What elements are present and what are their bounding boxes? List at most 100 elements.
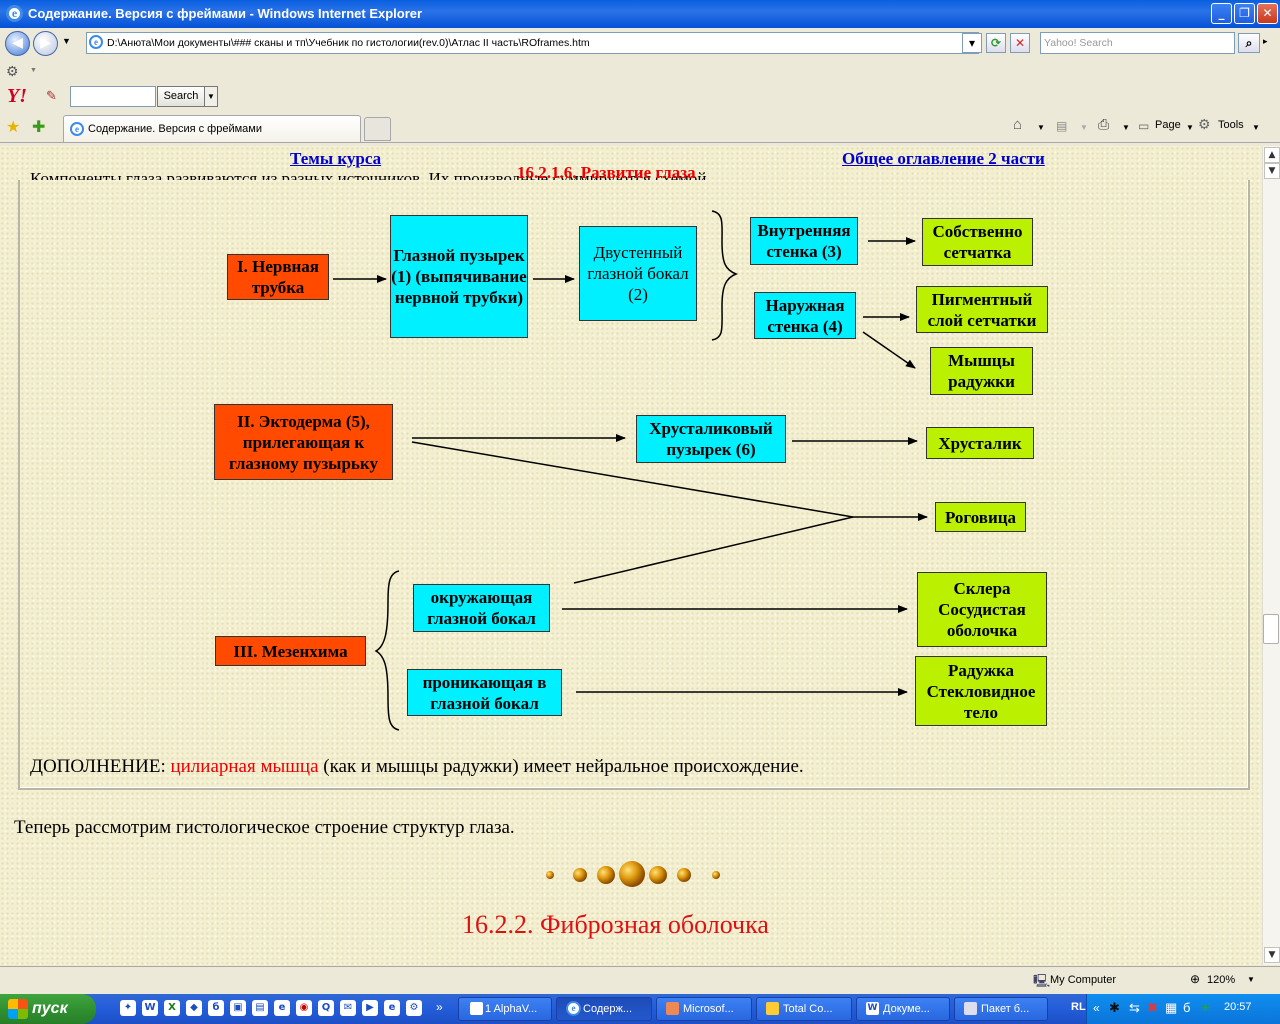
box-penetrating: проникающая в глазной бокал bbox=[407, 669, 562, 716]
new-tab-button[interactable] bbox=[364, 117, 391, 141]
quicklaunch-folder-icon[interactable]: ▤ bbox=[252, 1000, 268, 1016]
stop-icon[interactable]: ✕ bbox=[1010, 33, 1030, 53]
tools-dropdown-icon[interactable]: ▼ bbox=[1252, 123, 1260, 132]
page-icon[interactable]: ▭ bbox=[1138, 119, 1150, 133]
tray-security-icon[interactable]: ✖ bbox=[1147, 1000, 1158, 1015]
course-topics-link[interactable]: Темы курса bbox=[290, 149, 382, 168]
home-icon[interactable]: ⌂ bbox=[1013, 116, 1023, 133]
zoom-dropdown-icon[interactable]: ▼ bbox=[1247, 975, 1255, 984]
address-dropdown-icon[interactable]: ▾ bbox=[962, 33, 982, 53]
page-dropdown-icon[interactable]: ▼ bbox=[1186, 123, 1194, 132]
next-section-heading: 16.2.2. Фиброзная оболочка bbox=[462, 910, 769, 939]
tab-page-icon: e bbox=[70, 122, 84, 136]
quicklaunch-player-icon[interactable]: ▶ bbox=[362, 1000, 378, 1016]
search-go-icon[interactable]: ⌕ bbox=[1238, 33, 1260, 53]
quicklaunch-search-icon[interactable]: Q bbox=[318, 1000, 334, 1016]
task-documents[interactable]: Докуме... bbox=[856, 997, 950, 1021]
quicklaunch-ie-icon[interactable]: e bbox=[274, 1000, 290, 1016]
status-bar: 🖳 My Computer ⊕ 120% ▼ bbox=[0, 966, 1280, 994]
forward-button[interactable]: ▶ bbox=[33, 31, 58, 56]
feeds-dropdown-icon[interactable]: ▼ bbox=[1080, 123, 1088, 132]
addition-highlight: цилиарная мышца bbox=[170, 756, 319, 777]
links-icon[interactable]: ⚙ bbox=[6, 63, 19, 79]
addition-label: ДОПОЛНЕНИЕ: bbox=[30, 756, 166, 777]
tray-spider-icon[interactable]: ✳ bbox=[1200, 1000, 1211, 1015]
scrollbar-thumb[interactable] bbox=[1263, 614, 1279, 644]
page-icon: e bbox=[89, 35, 103, 49]
task-word-icon: W bbox=[866, 1002, 879, 1015]
computer-zone-icon: 🖳 bbox=[1033, 973, 1051, 988]
tools-gear-icon[interactable]: ⚙ bbox=[1198, 116, 1211, 132]
ie-logo-icon: e bbox=[6, 5, 23, 22]
zoom-icon[interactable]: ⊕ bbox=[1190, 972, 1201, 986]
task-alphav-icon bbox=[470, 1002, 483, 1015]
print-icon[interactable]: ⎙ bbox=[1098, 116, 1110, 132]
search-input[interactable]: Yahoo! Search bbox=[1040, 32, 1235, 54]
address-bar[interactable]: e D:\Анюта\Мои документы\### сканы и тп\… bbox=[86, 32, 979, 54]
zoom-level[interactable]: 120% bbox=[1207, 974, 1236, 986]
security-zone: My Computer bbox=[1050, 974, 1117, 986]
box-lens: Хрусталик bbox=[926, 427, 1034, 459]
tray-network-icon[interactable]: ⇆ bbox=[1129, 1000, 1140, 1015]
page-menu[interactable]: Page bbox=[1155, 119, 1181, 131]
bead-divider-icon bbox=[546, 861, 720, 887]
vertical-scrollbar[interactable]: ▲ ▼ ▼ bbox=[1262, 146, 1280, 965]
frame-scroll-down-arrow-icon[interactable]: ▼ bbox=[1264, 163, 1280, 179]
box-optic-cup: Двустенный глазной бокал (2) bbox=[579, 226, 697, 321]
tray-bug-icon[interactable]: ✱ bbox=[1109, 1000, 1120, 1015]
quicklaunch-opera-icon[interactable]: б bbox=[208, 1000, 224, 1016]
task-totalcmd-icon bbox=[766, 1002, 779, 1015]
box-iris-muscles: Мышцы радужки bbox=[930, 347, 1033, 395]
box-inner-wall: Внутренняя стенка (3) bbox=[750, 217, 858, 265]
windows-logo-icon bbox=[8, 999, 28, 1019]
add-favorite-icon[interactable]: ✚ bbox=[32, 119, 46, 136]
box-optic-vesicle: Глазной пузырек (1) (выпячивание нервной… bbox=[390, 215, 528, 338]
quicklaunch-expand-icon[interactable]: » bbox=[436, 1000, 443, 1014]
language-indicator[interactable]: RL bbox=[1071, 1001, 1086, 1013]
box-mesenchyme: III. Мезенхима bbox=[215, 636, 366, 666]
quicklaunch-app-icon[interactable]: ◆ bbox=[186, 1000, 202, 1016]
address-input[interactable]: D:\Анюта\Мои документы\### сканы и тп\Уч… bbox=[107, 37, 590, 49]
quicklaunch-media-icon[interactable]: ◉ bbox=[296, 1000, 312, 1016]
box-ectoderm: II. Эктодерма (5), прилегающая к глазном… bbox=[214, 404, 393, 480]
refresh-icon[interactable]: ⟳ bbox=[986, 33, 1006, 53]
diagram-frame bbox=[18, 180, 1250, 790]
history-dropdown-icon[interactable]: ▼ bbox=[62, 36, 71, 46]
tray-display-icon[interactable]: ▦ bbox=[1165, 1000, 1178, 1015]
quicklaunch-settings-icon[interactable]: ⚙ bbox=[406, 1000, 422, 1016]
tray-expand-icon[interactable]: « bbox=[1093, 1001, 1100, 1015]
yahoo-search-input[interactable] bbox=[70, 86, 156, 107]
maximize-button[interactable]: ❐ bbox=[1234, 3, 1255, 24]
back-button[interactable]: ◀ bbox=[5, 31, 30, 56]
feeds-icon[interactable]: ▤ bbox=[1056, 119, 1068, 133]
clipped-intro-text: Компоненты глаза развиваются из разных и… bbox=[30, 169, 711, 180]
home-dropdown-icon[interactable]: ▼ bbox=[1037, 123, 1045, 132]
task-ie-icon: e bbox=[566, 1001, 581, 1016]
tray-opera-icon[interactable]: б bbox=[1183, 1000, 1191, 1015]
tab-label: Содержание. Версия с фреймами bbox=[88, 123, 263, 135]
print-dropdown-icon[interactable]: ▼ bbox=[1122, 123, 1130, 132]
quicklaunch-ie2-icon[interactable]: e bbox=[384, 1000, 400, 1016]
links-dropdown-icon[interactable]: ▼ bbox=[30, 67, 37, 74]
tab-contents[interactable]: e Содержание. Версия с фреймами bbox=[63, 115, 361, 142]
favorites-star-icon[interactable]: ★ bbox=[6, 119, 21, 136]
quicklaunch-mail-icon[interactable]: ✉ bbox=[340, 1000, 356, 1016]
task-package-icon bbox=[964, 1002, 977, 1015]
tools-menu[interactable]: Tools bbox=[1218, 119, 1244, 131]
yahoo-search-dropdown-icon[interactable]: ▼ bbox=[204, 86, 218, 107]
search-options-icon[interactable]: ▸ bbox=[1263, 36, 1268, 46]
body-paragraph: Теперь рассмотрим гистологическое строен… bbox=[14, 817, 515, 838]
minimize-button[interactable]: _ bbox=[1211, 3, 1232, 24]
general-contents-link[interactable]: Общее оглавление 2 части bbox=[842, 149, 1045, 168]
system-tray: RL « ✱ ⇆ ✖ ▦ б ✳ 20:57 bbox=[1071, 994, 1280, 1024]
close-button[interactable]: ✕ bbox=[1257, 3, 1278, 24]
quicklaunch-excel-icon[interactable]: X bbox=[164, 1000, 180, 1016]
pencil-icon[interactable]: ✎ bbox=[46, 88, 57, 103]
yahoo-logo[interactable]: Y! bbox=[7, 85, 27, 107]
scroll-down-arrow-icon[interactable]: ▼ bbox=[1264, 947, 1280, 963]
quicklaunch-explorer-icon[interactable]: ▣ bbox=[230, 1000, 246, 1016]
quicklaunch-word-icon[interactable]: W bbox=[142, 1000, 158, 1016]
scroll-up-arrow-icon[interactable]: ▲ bbox=[1264, 147, 1280, 163]
quicklaunch-desktop-icon[interactable]: ✦ bbox=[120, 1000, 136, 1016]
